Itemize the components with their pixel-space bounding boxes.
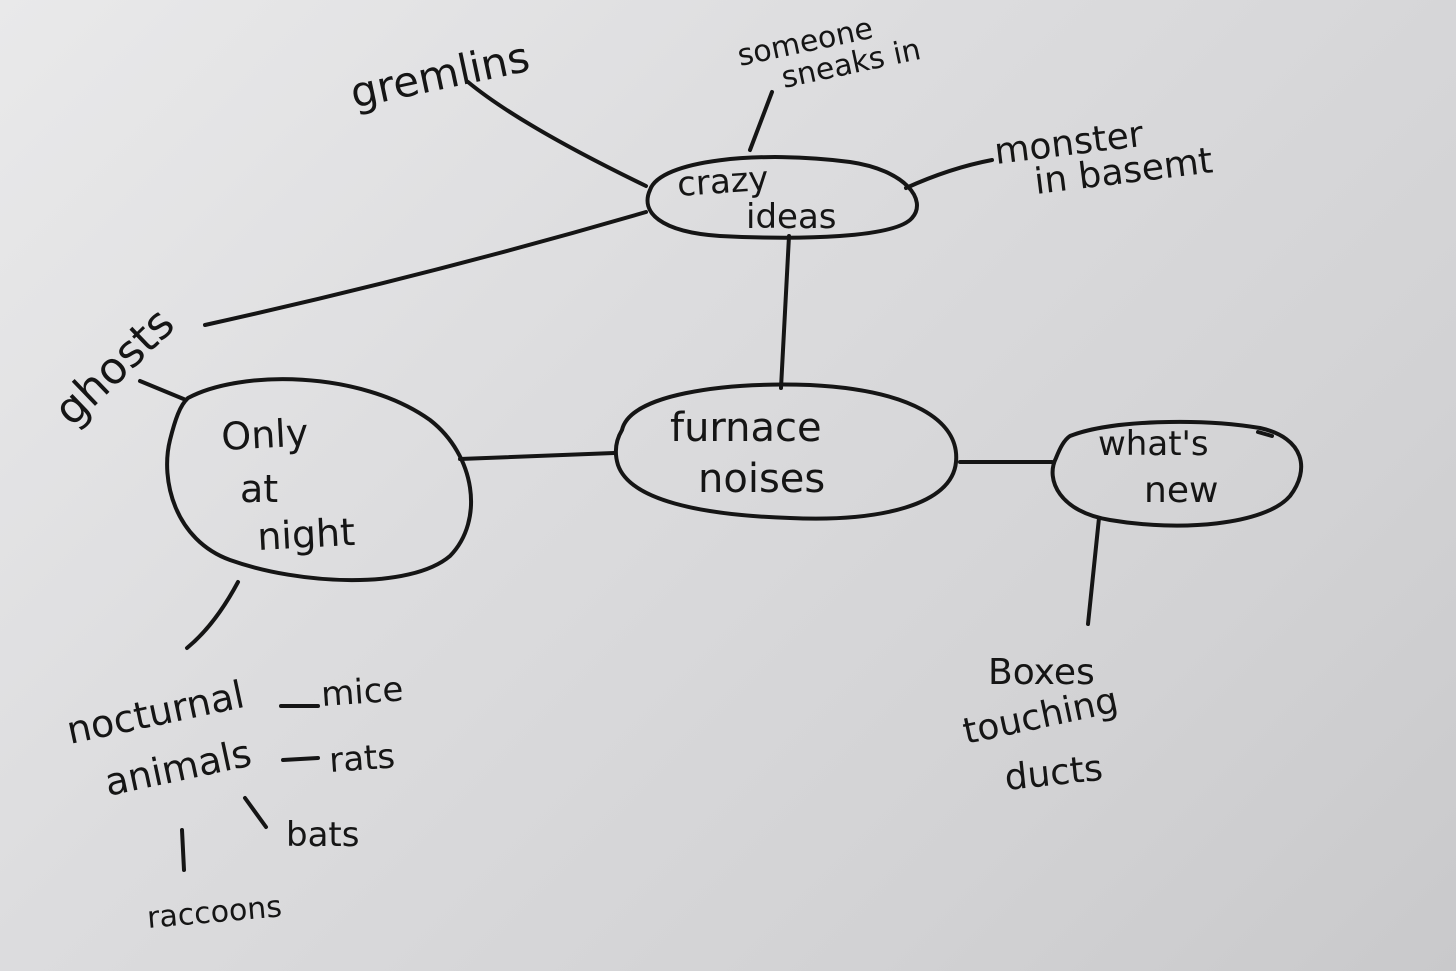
whats-new-line-1: what's — [1098, 424, 1209, 464]
whats-new-line-2: new — [1144, 470, 1218, 511]
nocturnal-animals-node: nocturnal animals — [63, 672, 255, 804]
crazy-ideas-node: crazy ideas — [676, 159, 837, 237]
raccoons-label: raccoons — [146, 889, 284, 936]
boxes-touching-ducts-node: Boxes touching ducts — [959, 652, 1121, 799]
only-at-night-line-1: Only — [220, 410, 309, 458]
edge-whatsnew-boxes — [1086, 516, 1101, 626]
crazy-ideas-bubble — [645, 155, 919, 240]
edge-night-furnace — [458, 451, 616, 461]
connectors — [138, 80, 1101, 872]
edge-crazy-furnace — [779, 234, 791, 390]
edge-crazy-monster — [904, 158, 994, 190]
nocturnal-animals-line-2: animals — [101, 731, 255, 805]
edge-crazy-ghosts — [203, 210, 648, 327]
edge-animals-bats — [243, 796, 268, 829]
bats-label: bats — [286, 815, 359, 855]
whats-new-bubble — [1050, 419, 1304, 528]
furnace-noises-bubble — [613, 382, 959, 521]
edge-animals-rats — [281, 756, 320, 762]
only-at-night-bubble — [165, 377, 473, 583]
edge-crazy-gremlins — [466, 80, 648, 188]
whats-new-tick — [1256, 430, 1274, 438]
ghosts-label: ghosts — [44, 298, 184, 436]
only-at-night-line-2: at — [240, 467, 278, 511]
edge-animals-raccoons — [180, 828, 186, 872]
crazy-ideas-line-2: ideas — [746, 197, 837, 237]
edge-ghosts-night — [138, 379, 188, 402]
mice-label: mice — [320, 669, 405, 715]
someone-sneaks-in-node: someone sneaks in — [734, 11, 924, 96]
furnace-noises-line-2: noises — [698, 456, 825, 502]
boxes-touching-ducts-line-3: ducts — [1003, 748, 1105, 799]
node-shapes — [165, 155, 1304, 583]
only-at-night-line-3: night — [256, 510, 356, 559]
whats-new-node: what's new — [1098, 424, 1218, 511]
boxes-touching-ducts-line-1: Boxes — [988, 652, 1095, 693]
gremlins-label: gremlins — [346, 32, 534, 118]
furnace-noises-node: furnace noises — [670, 405, 825, 502]
crazy-ideas-line-1: crazy — [676, 159, 770, 205]
monster-in-basement-node: monster in basemt — [992, 114, 1215, 203]
edge-night-nocturnal — [185, 580, 240, 650]
rats-label: rats — [328, 736, 396, 780]
edge-crazy-someone — [748, 90, 774, 152]
only-at-night-node: Only at night — [220, 410, 356, 558]
node-labels: crazy ideas furnace noises Only at night… — [44, 11, 1218, 936]
furnace-noises-line-1: furnace — [670, 405, 822, 451]
